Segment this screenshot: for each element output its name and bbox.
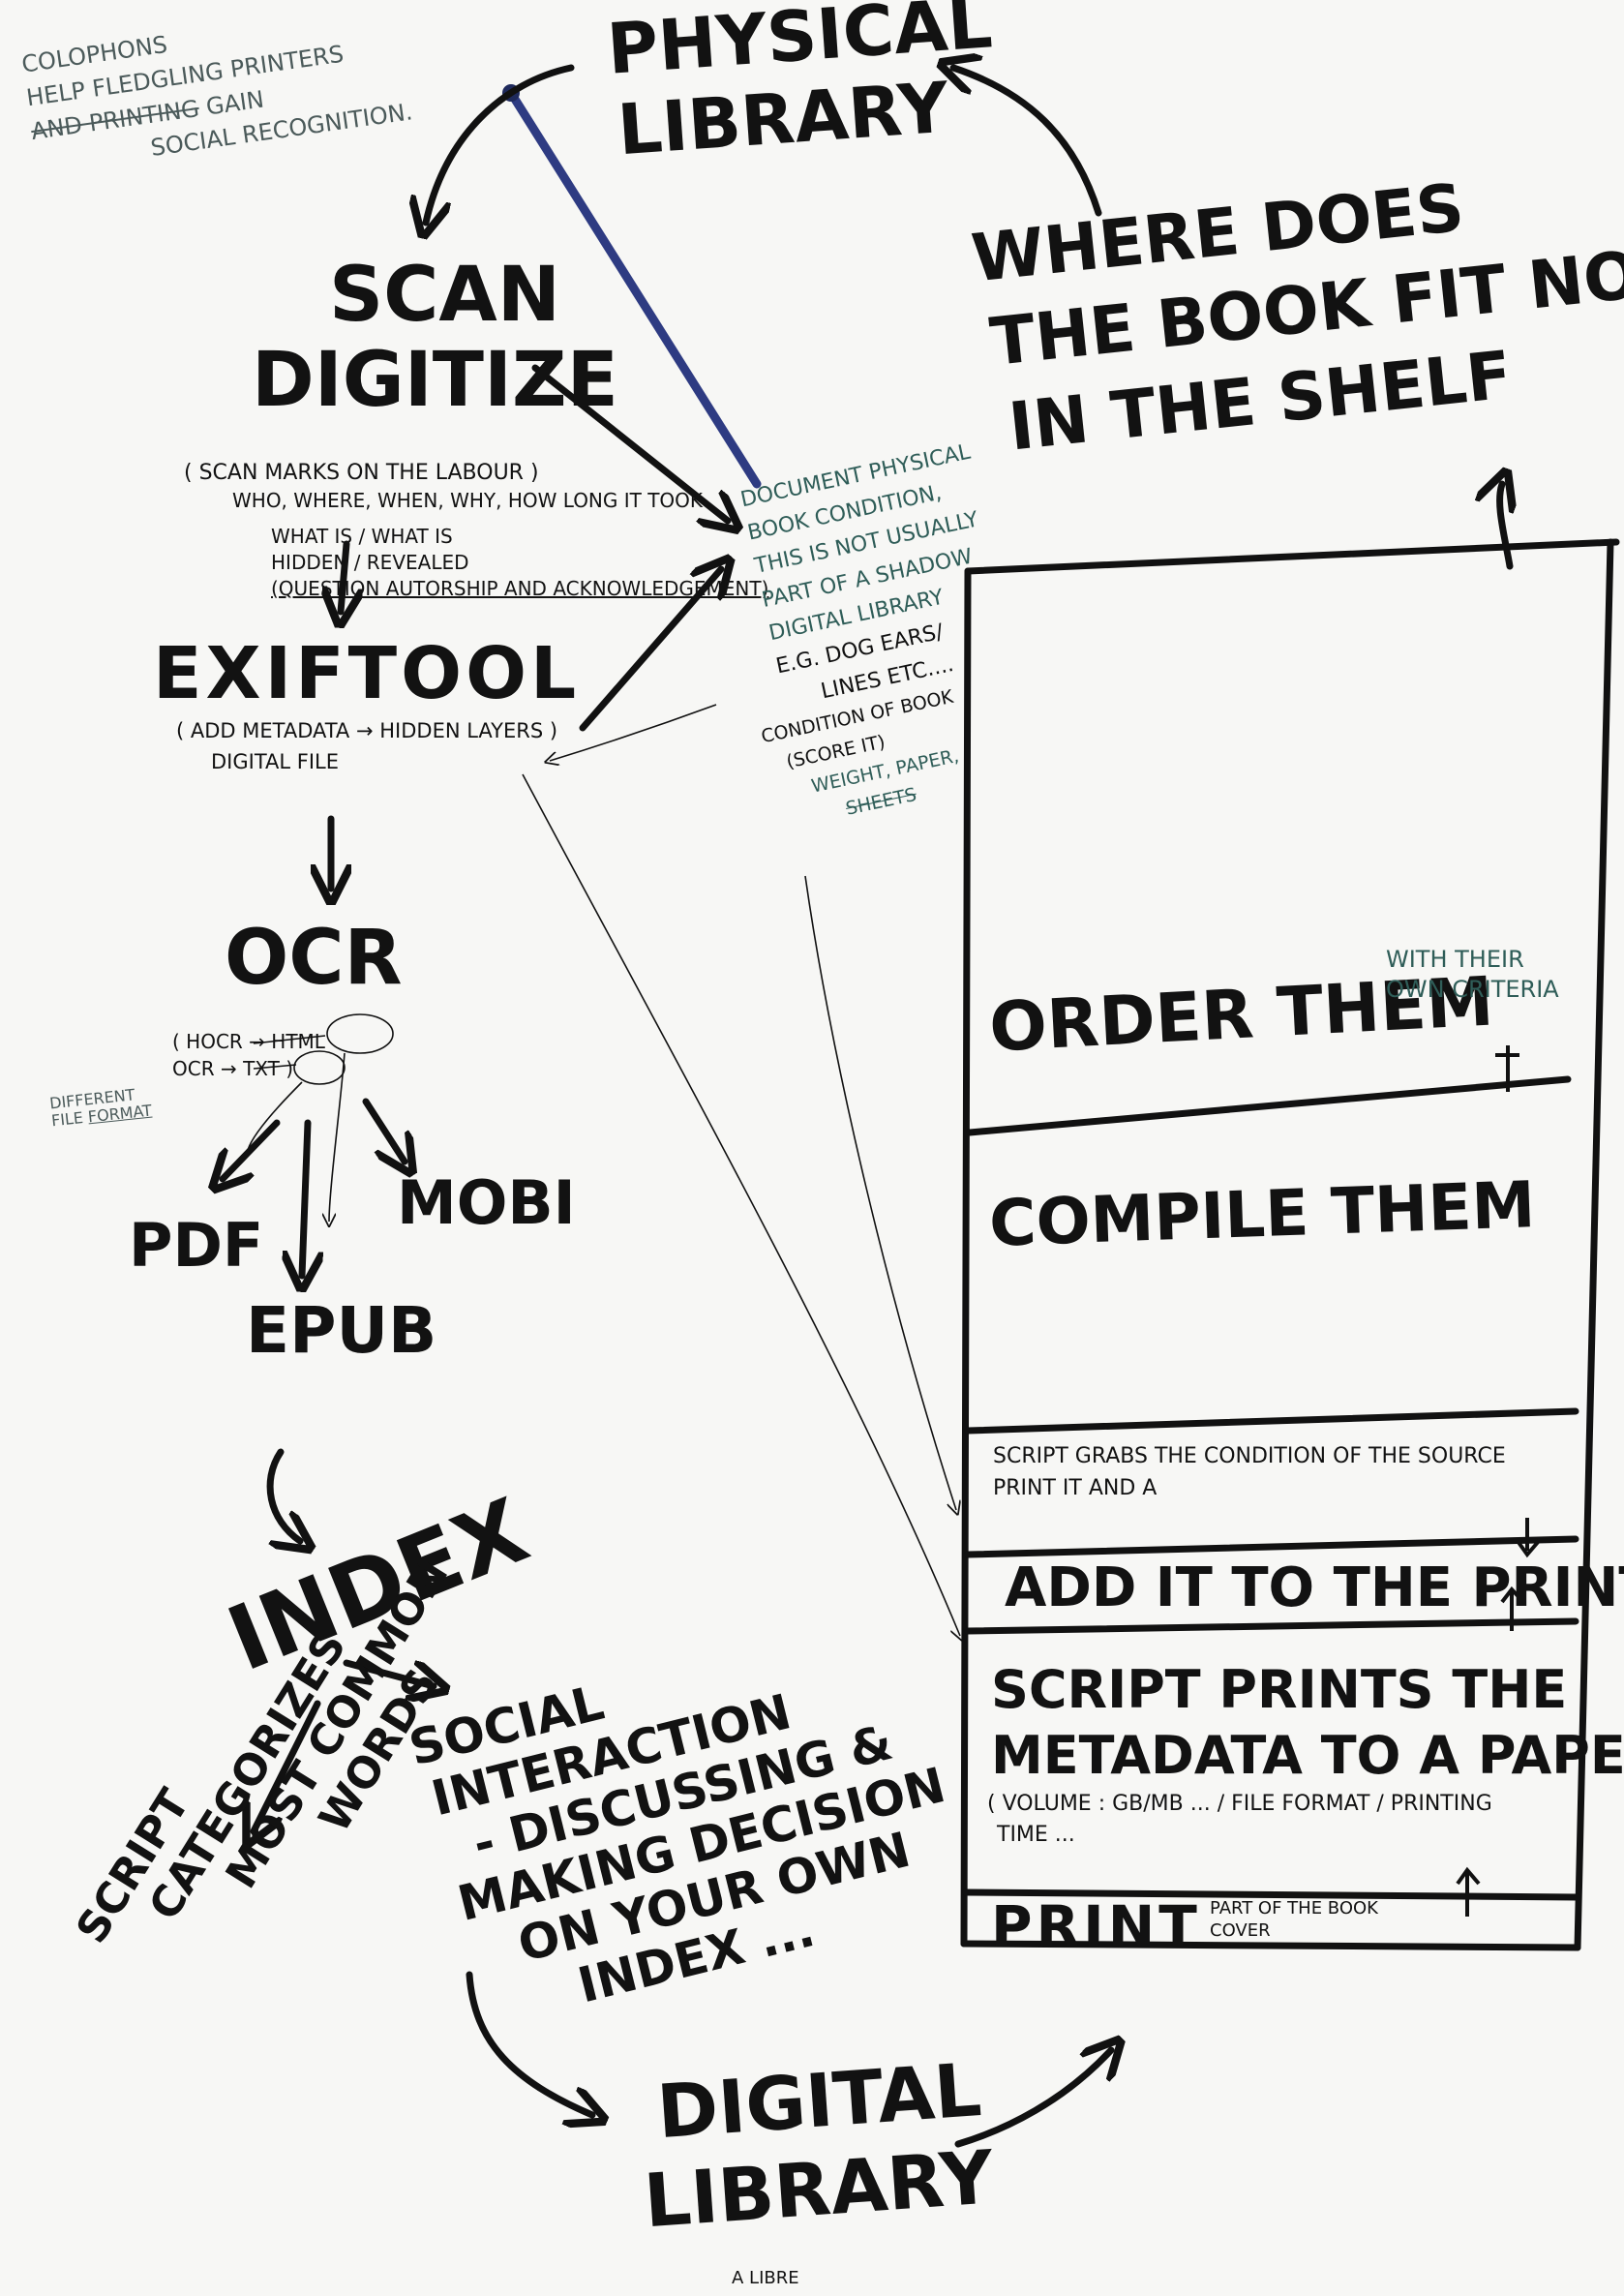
add-it-label: ADD IT TO THE PRINTS [1005, 1556, 1624, 1619]
exiftool-note: ( ADD METADATA → HIDDEN LAYERS ) DIGITAL… [176, 719, 558, 773]
arrow-social-to-digital [466, 1971, 592, 2115]
order-them-note: WITH THEIR OWN CRITERIA [1386, 946, 1559, 1004]
shelf-box [960, 538, 1620, 1951]
arrow-scan-to-document [531, 364, 728, 521]
html-circle [326, 1013, 394, 1054]
line-ocr-to-txt [253, 1064, 297, 1070]
line-hocr-to-html [253, 1035, 326, 1044]
line-document-to-shelf [804, 875, 956, 1510]
physical-library-title: PHYSICAL LIBRARY [604, 0, 995, 170]
digital-library-title: DIGITAL LIBRARY [641, 2046, 997, 2245]
arrow-exiftool-to-document [579, 569, 721, 732]
pdf-label: PDF [129, 1210, 264, 1281]
mobi-label: MOBI [397, 1167, 576, 1238]
arrow-digital-to-shelf [954, 2050, 1111, 2148]
script-prints-label: SCRIPT PRINTS THE METADATA TO A PAPER [991, 1659, 1624, 1786]
blue-connector-line [506, 88, 762, 489]
print-note: PART OF THE BOOK COVER [1210, 1898, 1378, 1942]
ocr-note: ( HOCR → HTML OCR → TXT ) [172, 1030, 325, 1080]
scan-marks-note: ( SCAN MARKS ON THE LABOUR ) WHO, WHERE,… [184, 461, 769, 600]
arrow-ocr-to-mobi [362, 1098, 405, 1162]
flow-arrows [223, 64, 1510, 2148]
arrow-epub-to-index [266, 1448, 300, 1541]
line-document-to-exiftool [550, 704, 717, 761]
script-grabs-note: SCRIPT GRABS THE CONDITION OF THE SOURCE… [993, 1444, 1506, 1500]
arrow-shelf-top-up [1500, 484, 1510, 570]
scan-digitize-title: SCAN DIGITIZE [252, 252, 618, 424]
print-label: PRINT [991, 1893, 1201, 1959]
txt-circle [293, 1050, 346, 1085]
epub-label: EPUB [246, 1293, 437, 1368]
thin-connectors [247, 704, 960, 1636]
arrow-scan-to-exiftool [341, 540, 346, 612]
line-txt-to-pdf [247, 1081, 303, 1151]
script-prints-note: ( VOLUME : GB/MB ... / FILE FORMAT / PRI… [987, 1792, 1492, 1847]
arrow-index-to-social [343, 1659, 434, 1686]
arrow-library-to-scan [426, 64, 575, 223]
arrow-ocr-to-epub [302, 1119, 308, 1276]
exiftool-title: EXIFTOOL [153, 632, 581, 715]
compile-them-label: COMPILE THEM [987, 1167, 1537, 1261]
a-libre-note: A LIBRE [732, 2268, 799, 2288]
arrow-index-to-script [254, 1700, 321, 1831]
arrow-shelf-to-library [953, 68, 1102, 217]
shelf-tick-arrows [1456, 1045, 1541, 1917]
line-html-to-epub [329, 1052, 346, 1222]
arrow-ocr-to-pdf [223, 1119, 281, 1179]
line-exiftool-to-shelf [522, 773, 960, 1636]
ocr-title: OCR [225, 915, 403, 1002]
